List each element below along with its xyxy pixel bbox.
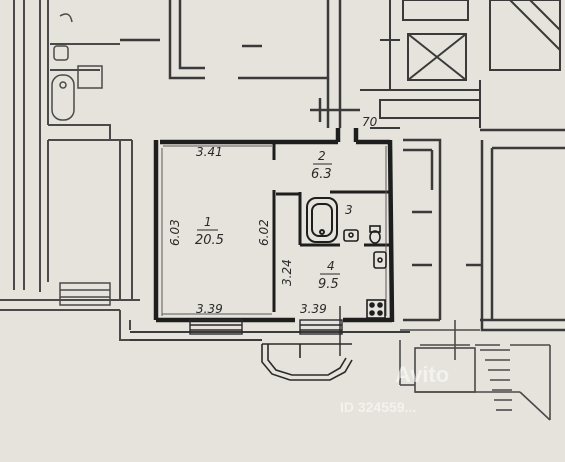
toilet — [369, 225, 381, 244]
window-room1 — [189, 319, 243, 335]
bathtub — [306, 197, 338, 243]
right-neighbour-walls — [403, 128, 565, 332]
dim-room1-bottom: 3.39 — [196, 302, 223, 316]
stairwell — [360, 0, 561, 129]
dim-room1-left: 6.03 — [168, 219, 182, 246]
room-3-number: 3 — [345, 203, 353, 217]
window-room4 — [299, 306, 343, 356]
room-1-area: 20.5 — [195, 233, 224, 248]
wall-inner-lines — [161, 145, 387, 316]
watermark-brand: Avito — [395, 362, 449, 387]
sink — [343, 229, 359, 242]
stove-icon — [366, 299, 386, 319]
room-2-area: 6.3 — [311, 167, 332, 182]
apartment-outline — [153, 128, 395, 323]
top-neighbour-walls — [120, 0, 360, 128]
left-neighbour-walls — [0, 0, 260, 341]
dim-corner: 70 — [362, 115, 378, 129]
room-4-area: 9.5 — [318, 277, 339, 292]
lower-right-lobby — [399, 320, 551, 421]
room-2-number: 2 — [318, 149, 326, 163]
dim-room4-bottom: 3.39 — [300, 302, 327, 316]
balcony — [261, 343, 353, 381]
room-1-number: 1 — [204, 215, 212, 229]
left-balcony — [59, 282, 111, 306]
bathtub-left — [51, 13, 103, 121]
dim-room1-top: 3.41 — [196, 145, 223, 159]
watermark-id: ID 324559... — [340, 399, 416, 415]
dim-room1-right: 6.02 — [257, 219, 271, 246]
interior-partitions — [272, 142, 390, 312]
kitchen-sink — [373, 251, 387, 269]
dim-room4-left: 3.24 — [280, 259, 294, 286]
exterior-wall — [130, 331, 410, 341]
room-4-number: 4 — [327, 259, 335, 273]
